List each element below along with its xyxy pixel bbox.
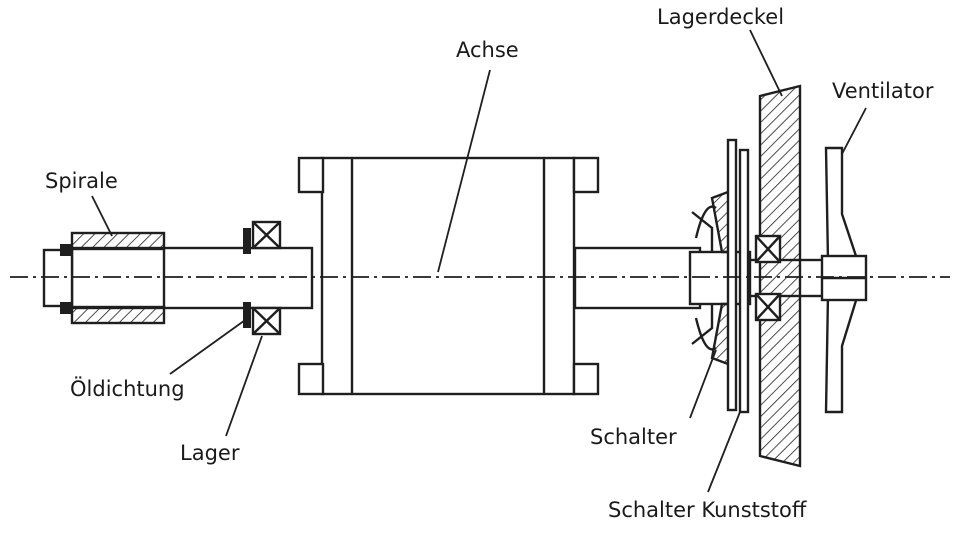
spirale-part [42, 231, 166, 325]
lagerdeckel-part [754, 84, 802, 468]
label-oeldichtung: Öldichtung [70, 376, 185, 401]
switch-assembly [691, 138, 750, 414]
label-lager: Lager [180, 441, 240, 465]
rotor-body [297, 156, 600, 396]
label-spirale: Spirale [45, 169, 118, 193]
bearing-left [243, 220, 282, 336]
label-lagerdeckel: Lagerdeckel [657, 5, 784, 29]
ventilator-part [820, 146, 868, 414]
label-schalter-kunststoff: Schalter Kunststoff [608, 498, 807, 522]
leader-lines [91, 29, 867, 493]
label-achse: Achse [456, 38, 519, 62]
label-ventilator: Ventilator [832, 79, 934, 103]
label-schalter: Schalter [590, 425, 677, 449]
